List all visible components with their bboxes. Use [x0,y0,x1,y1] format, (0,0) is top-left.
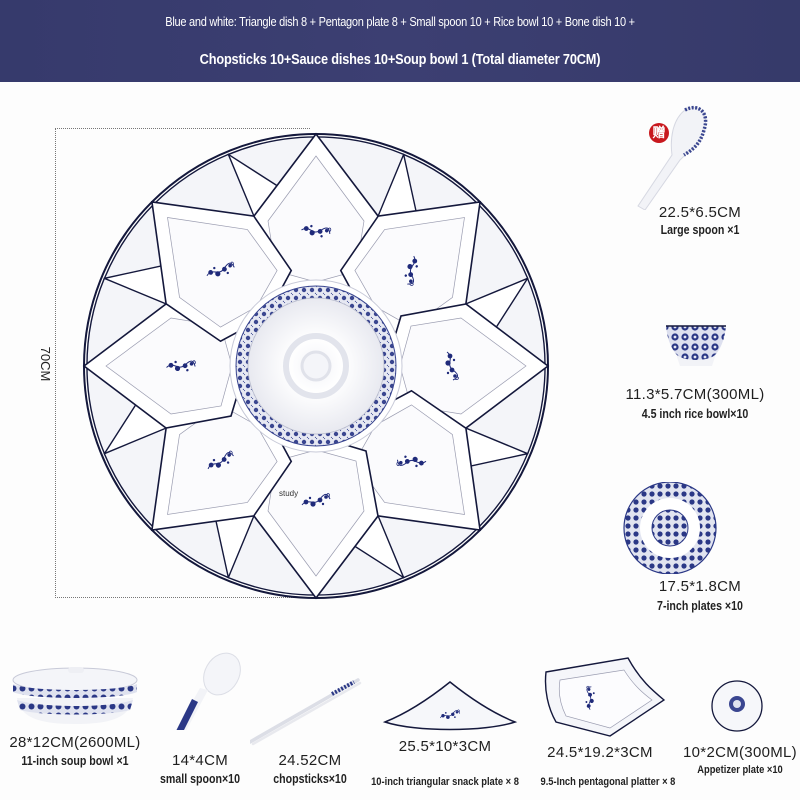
rice-bowl-dims: 11.3*5.7CM(300ML) [625,386,765,403]
product-soup-bowl: 28*12CM(2600ML) 11-inch soup bowl ×1 [0,666,150,768]
plate-icon [623,482,717,574]
appetizer-plate-dims: 10*2CM(300ML) [683,744,797,761]
chopsticks-dims: 24.52CM [278,752,342,769]
small-spoon-name: small spoon×10 [159,772,241,786]
product-large-spoon: 22.5*6.5CM Large spoon ×1 [600,100,800,237]
plate-dims: 17.5*1.8CM [658,578,742,595]
header-line-2: Chopsticks 10+Sauce dishes 10+Soup bowl … [199,52,601,68]
triangle-plate-name: 10-inch triangular snack plate × 8 [371,776,519,788]
product-triangle-plate: 25.5*10*3CM [355,680,535,755]
product-appetizer-plate: 10*2CM(300ML) Appetizer plate ×10 [680,680,800,776]
rice-bowl-icon [666,325,726,366]
large-spoon-dims: 22.5*6.5CM [658,204,742,221]
pentagon-platter-icon [544,657,666,737]
large-spoon-icon [637,105,708,210]
pentagon-platter-dims: 24.5*19.2*3CM [547,744,653,761]
plate-name: 7-inch plates ×10 [657,599,743,613]
platter-set-image [82,132,550,600]
small-spoon-icon [176,652,241,730]
appetizer-plate-name: Appetizer plate ×10 [697,764,783,776]
watermark-text: study [279,489,299,498]
product-7-inch-plate: 17.5*1.8CM 7-inch plates ×10 [600,482,800,613]
soup-bowl-dims: 28*12CM(2600ML) [9,734,141,751]
triangle-plate-dims: 25.5*10*3CM [398,738,492,755]
product-chopsticks: 24.52CM chopsticks×10 [250,676,370,786]
header-banner: Blue and white: Triangle dish 8 + Pentag… [0,0,800,82]
rice-bowl-name: 4.5 inch rice bowl×10 [641,407,749,421]
pentagon-platter-name: 9.5-Inch pentagonal platter × 8 [540,776,676,788]
diameter-bracket [55,128,310,598]
large-spoon-name: Large spoon ×1 [660,223,740,237]
chopsticks-icon [250,678,362,746]
triangle-plate-label: 10-inch triangular snack plate × 8 [355,776,535,788]
header-line-1: Blue and white: Triangle dish 8 + Pentag… [165,15,635,29]
chopsticks-name: chopsticks×10 [273,772,347,786]
small-spoon-dims: 14*4CM [172,752,228,769]
gift-badge: 赠 [649,123,669,143]
pentagon-platter-label: 9.5-Inch pentagonal platter × 8 [530,776,676,788]
triangle-plate-icon [382,681,518,731]
product-pentagon-platter: 24.5*19.2*3CM [530,650,670,761]
soup-bowl-icon [12,667,138,724]
product-rice-bowl: 11.3*5.7CM(300ML) 4.5 inch rice bowl×10 [590,322,800,421]
soup-bowl-name: 11-inch soup bowl ×1 [21,754,129,768]
product-small-spoon: 14*4CM small spoon×10 [150,650,250,786]
appetizer-plate-icon [711,680,763,732]
diameter-label: 70CM [38,346,53,382]
